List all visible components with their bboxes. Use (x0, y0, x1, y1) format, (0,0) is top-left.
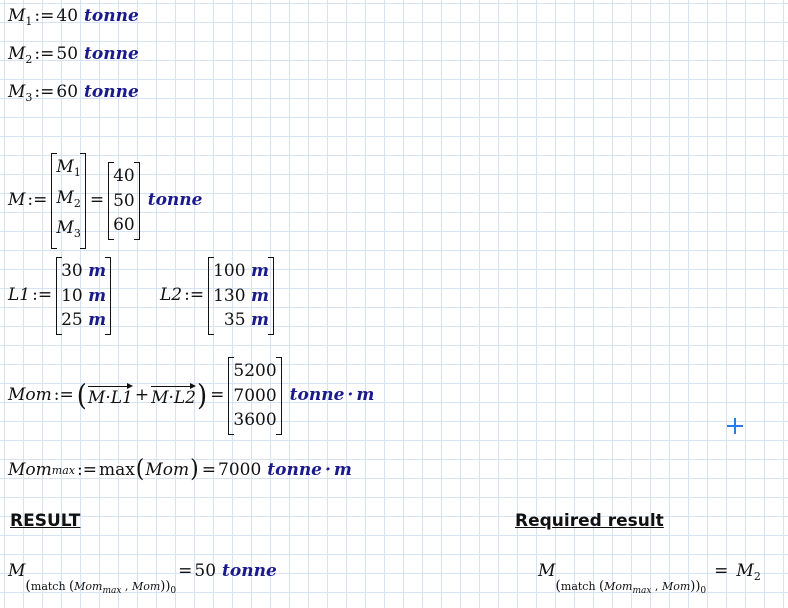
var-name: Mom (8, 385, 52, 406)
var-name: M (8, 561, 26, 581)
unit-label: tonne·m (289, 385, 375, 406)
unit-label: tonne (84, 6, 139, 26)
def-m-vector[interactable]: M := M1 M2 M3 = 40 50 60 tonne (8, 153, 202, 249)
var-name: M (538, 561, 556, 581)
assign-operator: := (34, 44, 55, 64)
value-matrix: 100 m 130 m 35 m (208, 257, 274, 335)
result-value: 50 (194, 561, 217, 581)
var-subscript: max (51, 463, 75, 477)
matrix-cell: 40 (113, 166, 135, 186)
var-name: L1 (8, 285, 31, 306)
required-result-heading: Required result (515, 511, 664, 531)
def-value: 50 (56, 44, 79, 64)
var-name: M (736, 561, 754, 581)
def-l2-vector[interactable]: L2 := 100 m 130 m 35 m (160, 257, 276, 335)
assign-operator: := (32, 285, 53, 306)
matrix-cell: 5200 (233, 361, 277, 381)
plus-operator: + (134, 385, 150, 406)
unit-label: tonne (222, 561, 277, 581)
def-value: 60 (56, 82, 79, 102)
def-value: 40 (56, 6, 79, 26)
assign-operator: := (76, 459, 97, 480)
function-arg: Mom (145, 459, 190, 480)
unit-label: tonne (84, 82, 139, 102)
matrix-cell: 3600 (233, 410, 277, 430)
equals-operator: = (210, 385, 225, 406)
result-value: 7000 (218, 459, 262, 480)
matrix-cell: 10 m (61, 285, 107, 306)
matrix-cell: 130 m (213, 285, 269, 306)
vectorize-term-1: M·L1 (87, 383, 133, 407)
def-l1-vector[interactable]: L1 := 30 m 10 m 25 m (8, 257, 113, 335)
vectorize-term-2: M·L2 (151, 383, 196, 407)
matrix-cell: 25 m (61, 310, 107, 330)
equals-operator: = (201, 459, 216, 480)
required-result-expression[interactable]: M(match (Mommax , Mom))0=M2 (538, 563, 761, 596)
var-subscript: 1 (25, 15, 33, 28)
unit-label: tonne·m (267, 459, 352, 480)
matrix-cell: M1 (56, 157, 81, 179)
close-paren: ) (197, 379, 208, 413)
assign-operator: := (27, 190, 48, 211)
open-paren: ( (76, 379, 87, 413)
matrix-cell: 100 m (213, 261, 269, 281)
var-name: M (8, 82, 26, 102)
var-name: M (8, 6, 26, 26)
unit-label: tonne (84, 44, 139, 64)
matrix-cell: 35 m (223, 310, 269, 330)
equals-operator: = (89, 190, 105, 211)
value-matrix: 40 50 60 (108, 162, 140, 240)
matrix-cell: 60 (113, 215, 135, 235)
crosshair-cursor-icon (727, 418, 743, 434)
function-name: max (98, 459, 135, 480)
var-subscript: 3 (25, 91, 33, 104)
def-mom[interactable]: Mom := ( M·L1 + M·L2 ) = 5200 7000 3600 … (8, 357, 374, 435)
assign-operator: := (34, 6, 55, 26)
var-name: Mom (8, 459, 52, 480)
matrix-cell: 7000 (233, 385, 277, 406)
index-subscript: (match (Mommax , Mom))0 (555, 578, 707, 596)
matrix-cell: M2 (56, 187, 81, 210)
var-subscript: 2 (25, 53, 33, 66)
symbol-matrix: M1 M2 M3 (51, 153, 86, 249)
result-heading: RESULT (10, 511, 81, 531)
matrix-cell: 30 m (61, 261, 107, 281)
matrix-cell: 50 (113, 190, 135, 211)
assign-operator: := (34, 82, 55, 102)
assign-operator: := (184, 285, 205, 306)
equals-operator: = (714, 561, 729, 581)
var-name: M (8, 44, 26, 64)
matrix-cell: M3 (56, 218, 81, 240)
var-subscript: 2 (753, 570, 761, 583)
value-matrix: 30 m 10 m 25 m (56, 257, 112, 335)
var-name: M (8, 190, 26, 211)
index-subscript: (match (Mommax , Mom))0 (25, 578, 177, 596)
unit-label: tonne (147, 190, 203, 211)
assign-operator: := (53, 385, 74, 406)
value-matrix: 5200 7000 3600 (228, 357, 282, 435)
equals-operator: = (178, 561, 193, 581)
var-name: L2 (160, 285, 183, 306)
